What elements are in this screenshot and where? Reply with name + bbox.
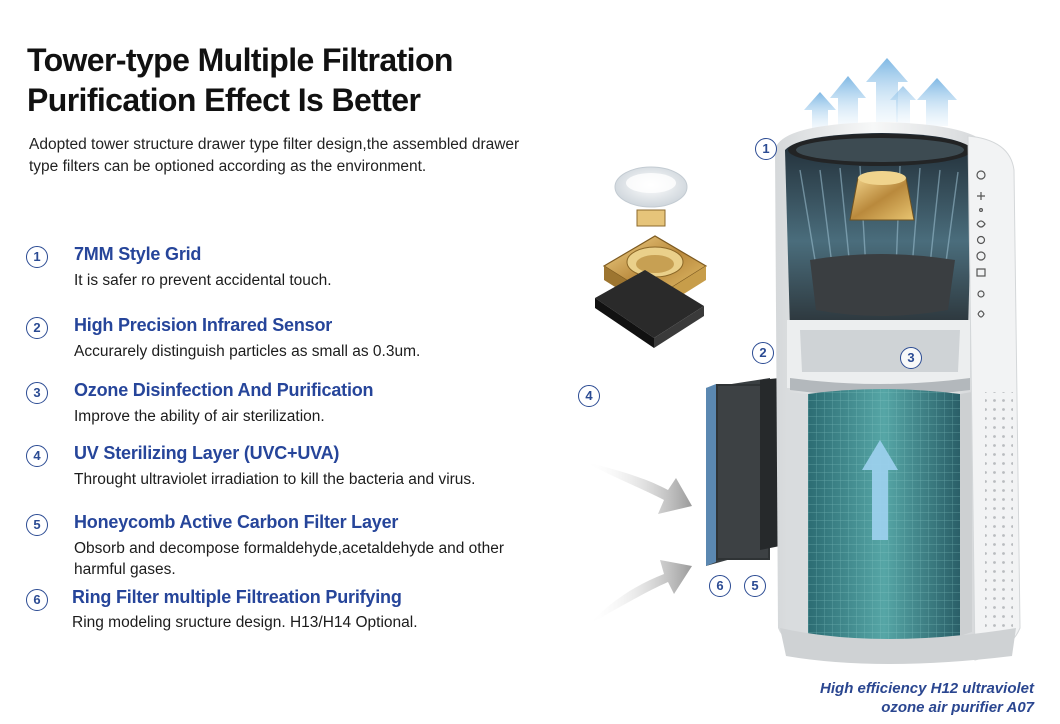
feature-description: Improve the ability of air sterilization… [74, 408, 325, 425]
light-icon [977, 290, 985, 298]
purifier-body [775, 122, 1021, 664]
caption-line-1: High efficiency H12 ultraviolet [820, 680, 1034, 697]
feature-description: Accurarely distinguish particles as smal… [74, 343, 421, 360]
callout-badge-3: 3 [900, 347, 922, 369]
caption-line-2: ozone air purifier A07 [881, 699, 1034, 716]
feature-number-badge: 5 [26, 514, 48, 536]
sensor-components [595, 166, 708, 348]
wind-icon [976, 235, 986, 245]
drawer-filter-layer [706, 378, 780, 566]
air-intake-arrows-icon [585, 462, 692, 625]
feature-number-badge: 3 [26, 382, 48, 404]
callout-badge-4: 4 [578, 385, 600, 407]
feature-description: It is safer ro prevent accidental touch. [74, 272, 332, 289]
feature-number-badge: 1 [26, 246, 48, 268]
feature-title: High Precision Infrared Sensor [74, 315, 333, 335]
airflow-arrows-up-icon [804, 58, 957, 130]
feature-number-badge: 4 [26, 445, 48, 467]
ion-icon [977, 310, 985, 318]
mode-icon [976, 220, 986, 228]
product-caption: High efficiency H12 ultraviolet ozone ai… [820, 679, 1034, 717]
power-icon [976, 170, 986, 180]
callout-badge-2: 2 [752, 342, 774, 364]
feature-title: Honeycomb Active Carbon Filter Layer [74, 512, 399, 532]
control-panel [976, 170, 986, 318]
callout-badge-6: 6 [709, 575, 731, 597]
feature-title: Ozone Disinfection And Purification [74, 380, 374, 400]
title-line-2: Purification Effect Is Better [27, 82, 421, 118]
feature-number-badge: 2 [26, 317, 48, 339]
dot-icon [978, 208, 983, 213]
feature-title: 7MM Style Grid [74, 244, 202, 264]
feature-description: Throught ultraviolet irradiation to kill… [74, 471, 476, 488]
page-title: Tower-type Multiple Filtration Purificat… [27, 40, 453, 120]
callout-badge-5: 5 [744, 575, 766, 597]
callout-badge-1: 1 [755, 138, 777, 160]
feature-number-badge: 6 [26, 589, 48, 611]
feature-description: Obsorb and decompose formaldehyde,acetal… [74, 540, 504, 578]
fan-icon [977, 192, 985, 200]
feature-description: Ring modeling sructure design. H13/H14 O… [72, 614, 418, 631]
lock-icon [976, 268, 986, 277]
timer-icon [976, 251, 986, 261]
feature-title: UV Sterilizing Layer (UVC+UVA) [74, 443, 340, 463]
feature-title: Ring Filter multiple Filtreation Purifyi… [72, 587, 402, 607]
title-line-1: Tower-type Multiple Filtration [27, 42, 453, 78]
intro-text: Adopted tower structure drawer type filt… [29, 136, 520, 175]
